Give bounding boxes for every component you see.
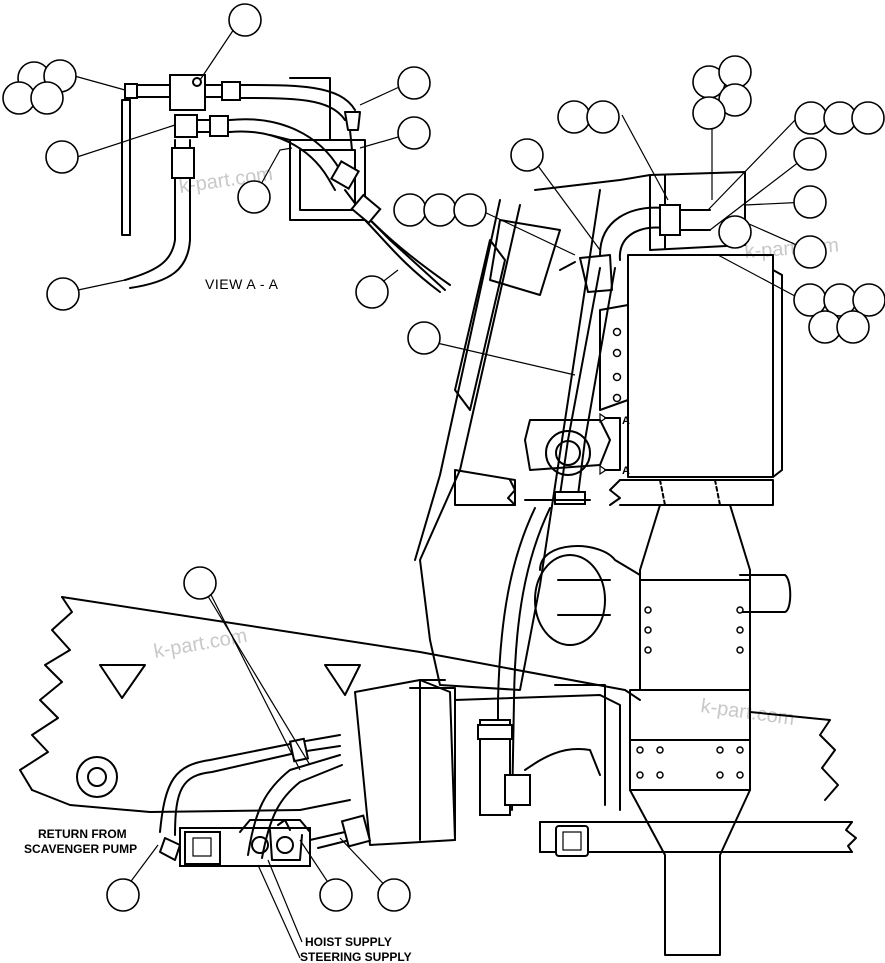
machine-frame [19,596,641,813]
callout-balloon [453,193,487,227]
callout-balloon [397,116,431,150]
callout-balloon [393,193,427,227]
return-hose [477,507,551,816]
callout-balloon [46,277,80,311]
callout-balloon [106,878,140,912]
callout-balloon [423,193,457,227]
breather-pipe [559,204,711,293]
lower-cone [629,504,751,956]
label-scavenger-pump: SCAVENGER PUMP [24,842,137,856]
label-hoist-supply: HOIST SUPPLY [305,935,392,949]
callout-balloon [718,215,752,249]
callout-balloon [793,185,827,219]
callout-balloon [851,101,885,135]
callout-balloon [45,140,79,174]
callout-balloon [237,180,271,214]
callout-balloon [510,138,544,172]
section-marker-top: A [622,415,630,427]
filter-housing [599,171,783,506]
line-labels: RETURN FROM SCAVENGER PUMP HOIST SUPPLY … [24,827,412,963]
callout-leaders [59,19,809,959]
callout-balloon [692,96,726,130]
callout-balloon [557,100,591,134]
callout-balloon [355,275,389,309]
label-steering-supply: STEERING SUPPLY [300,950,412,963]
watermark-right: k-part.com [699,695,796,730]
hydraulic-tank-body [414,174,651,691]
view-a-a-label: VIEW A - A [205,276,279,292]
callout-balloon [30,81,64,115]
callout-balloon [586,100,620,134]
callout-balloon [377,878,411,912]
callout-balloon [793,137,827,171]
view-a-a-inset [121,74,451,293]
watermark-left: k-part.com [152,625,249,663]
callout-balloon [319,878,353,912]
callout-balloons [2,3,885,912]
callout-balloon [793,235,827,269]
callout-balloon [397,66,431,100]
elbow-pipe [534,545,792,646]
suction-pipe [524,267,616,505]
callout-balloon [407,321,441,355]
callout-balloon [852,283,885,317]
pump-housing [354,679,621,846]
callout-balloon [228,3,262,37]
supply-tubes [159,734,343,861]
section-markers: A A [599,412,630,477]
callout-balloon [718,55,752,89]
callout-balloon [794,101,828,135]
callout-balloon [836,310,870,344]
section-marker-bottom: A [622,465,630,477]
pump-outlet-hoses [269,819,303,861]
label-return-from: RETURN FROM [38,827,127,841]
pump-assembly [179,814,372,867]
callout-balloon [183,566,217,600]
right-frame-rail [539,711,857,857]
